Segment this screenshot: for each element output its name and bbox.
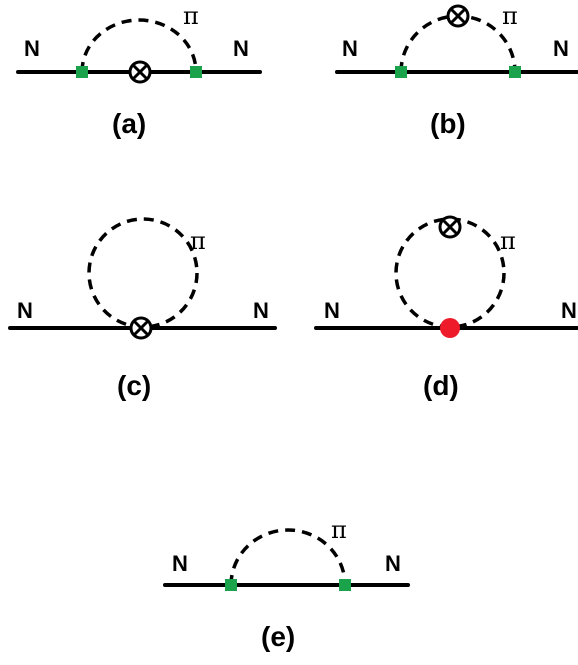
insertion-crossed-circle-icon bbox=[446, 4, 470, 28]
insertion-crossed-circle-icon bbox=[129, 316, 153, 340]
pion-loop bbox=[229, 528, 347, 586]
caption-d: (d) bbox=[423, 370, 459, 401]
caption-a: (a) bbox=[112, 108, 146, 139]
vertex-red bbox=[440, 318, 460, 338]
diagram-d: N N π (d) bbox=[314, 215, 578, 401]
nucleon-label: N bbox=[17, 298, 33, 323]
vertex-green bbox=[395, 66, 407, 78]
diagram-e: N N π (e) bbox=[163, 516, 410, 652]
pion-loop bbox=[87, 217, 199, 329]
nucleon-label: N bbox=[24, 36, 40, 61]
caption-e: (e) bbox=[261, 621, 295, 652]
insertion-crossed-circle-icon bbox=[438, 215, 462, 239]
pion-loop bbox=[394, 217, 506, 329]
nucleon-label: N bbox=[233, 36, 249, 61]
vertex-green bbox=[190, 66, 202, 78]
nucleon-label: N bbox=[561, 298, 577, 323]
pion-label: π bbox=[502, 2, 518, 30]
nucleon-label: N bbox=[385, 551, 401, 576]
vertex-green bbox=[509, 66, 521, 78]
diagram-b: N N π (b) bbox=[335, 2, 578, 139]
pion-label: π bbox=[190, 227, 206, 255]
pion-label: π bbox=[500, 227, 516, 255]
nucleon-label: N bbox=[324, 298, 340, 323]
vertex-green bbox=[339, 579, 351, 591]
diagram-c: N N π (c) bbox=[8, 217, 277, 401]
vertex-green bbox=[76, 66, 88, 78]
nucleon-label: N bbox=[253, 298, 269, 323]
nucleon-label: N bbox=[553, 36, 569, 61]
nucleon-label: N bbox=[172, 551, 188, 576]
insertion-crossed-circle-icon bbox=[128, 60, 152, 84]
vertex-green bbox=[225, 579, 237, 591]
nucleon-label: N bbox=[342, 36, 358, 61]
pion-loop bbox=[80, 18, 198, 73]
caption-c: (c) bbox=[117, 370, 151, 401]
diagram-a: N N π (a) bbox=[16, 2, 262, 139]
pion-label: π bbox=[183, 2, 199, 30]
caption-b: (b) bbox=[430, 108, 466, 139]
pion-label: π bbox=[331, 516, 347, 544]
